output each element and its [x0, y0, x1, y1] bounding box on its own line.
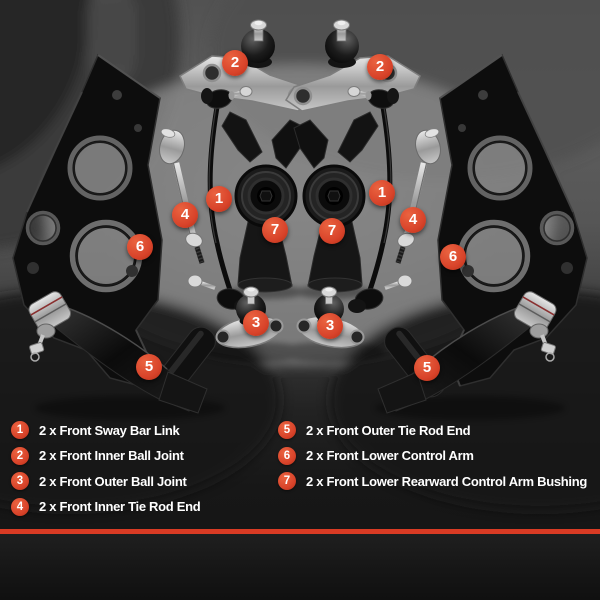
- kit-photo: [0, 0, 600, 510]
- legend-badge-5: 5: [278, 421, 296, 439]
- callout-2-left: 2: [222, 50, 248, 76]
- legend-label-7: 2 x Front Lower Rearward Control Arm Bus…: [306, 473, 588, 489]
- legend-badge-1: 1: [11, 421, 29, 439]
- callout-2-right: 2: [367, 54, 393, 80]
- callout-3-right: 3: [317, 313, 343, 339]
- callout-4-right: 4: [400, 207, 426, 233]
- legend-item-1: 1 2 x Front Sway Bar Link: [11, 421, 200, 439]
- red-separator-line: [0, 529, 600, 534]
- legend-item-4: 4 2 x Front Inner Tie Rod End: [11, 497, 201, 516]
- legend-label-2: 2 x Front Inner Ball Joint: [39, 448, 184, 463]
- callout-5-left: 5: [136, 354, 162, 380]
- legend-label-4: 2 x Front Inner Tie Rod End: [39, 499, 201, 514]
- legend-badge-3: 3: [11, 472, 29, 490]
- legend-right-column: 5 2 x Front Outer Tie Rod End 6 2 x Fron…: [278, 421, 587, 490]
- logo-band: [0, 534, 600, 600]
- callout-6-right: 6: [440, 244, 466, 270]
- callout-1-left: 1: [206, 186, 232, 212]
- legend-label-1: 2 x Front Sway Bar Link: [39, 422, 180, 438]
- legend-item-6: 6 2 x Front Lower Control Arm: [278, 446, 587, 465]
- legend-item-3: 3 2 x Front Outer Ball Joint: [11, 472, 200, 490]
- callout-4-left: 4: [172, 202, 198, 228]
- callout-7-right: 7: [319, 218, 345, 244]
- legend-item-2: 2 2 x Front Inner Ball Joint: [11, 446, 200, 465]
- legend-label-5: 2 x Front Outer Tie Rod End: [306, 422, 471, 438]
- callout-1-right: 1: [369, 180, 395, 206]
- legend-badge-4: 4: [11, 497, 29, 516]
- legend-item-7: 7 2 x Front Lower Rearward Control Arm B…: [278, 472, 587, 490]
- callout-3-left: 3: [243, 310, 269, 336]
- callout-5-right: 5: [414, 355, 440, 381]
- legend-item-5: 5 2 x Front Outer Tie Rod End: [278, 421, 587, 439]
- legend-badge-2: 2: [11, 446, 29, 465]
- callout-7-left: 7: [262, 217, 288, 243]
- legend-left-column: 1 2 x Front Sway Bar Link 2 2 x Front In…: [11, 421, 201, 516]
- legend-badge-7: 7: [278, 472, 296, 490]
- legend-badge-6: 6: [278, 446, 296, 465]
- legend-label-6: 2 x Front Lower Control Arm: [306, 448, 474, 463]
- legend-label-3: 2 x Front Outer Ball Joint: [39, 473, 187, 489]
- callout-6-left: 6: [127, 234, 153, 260]
